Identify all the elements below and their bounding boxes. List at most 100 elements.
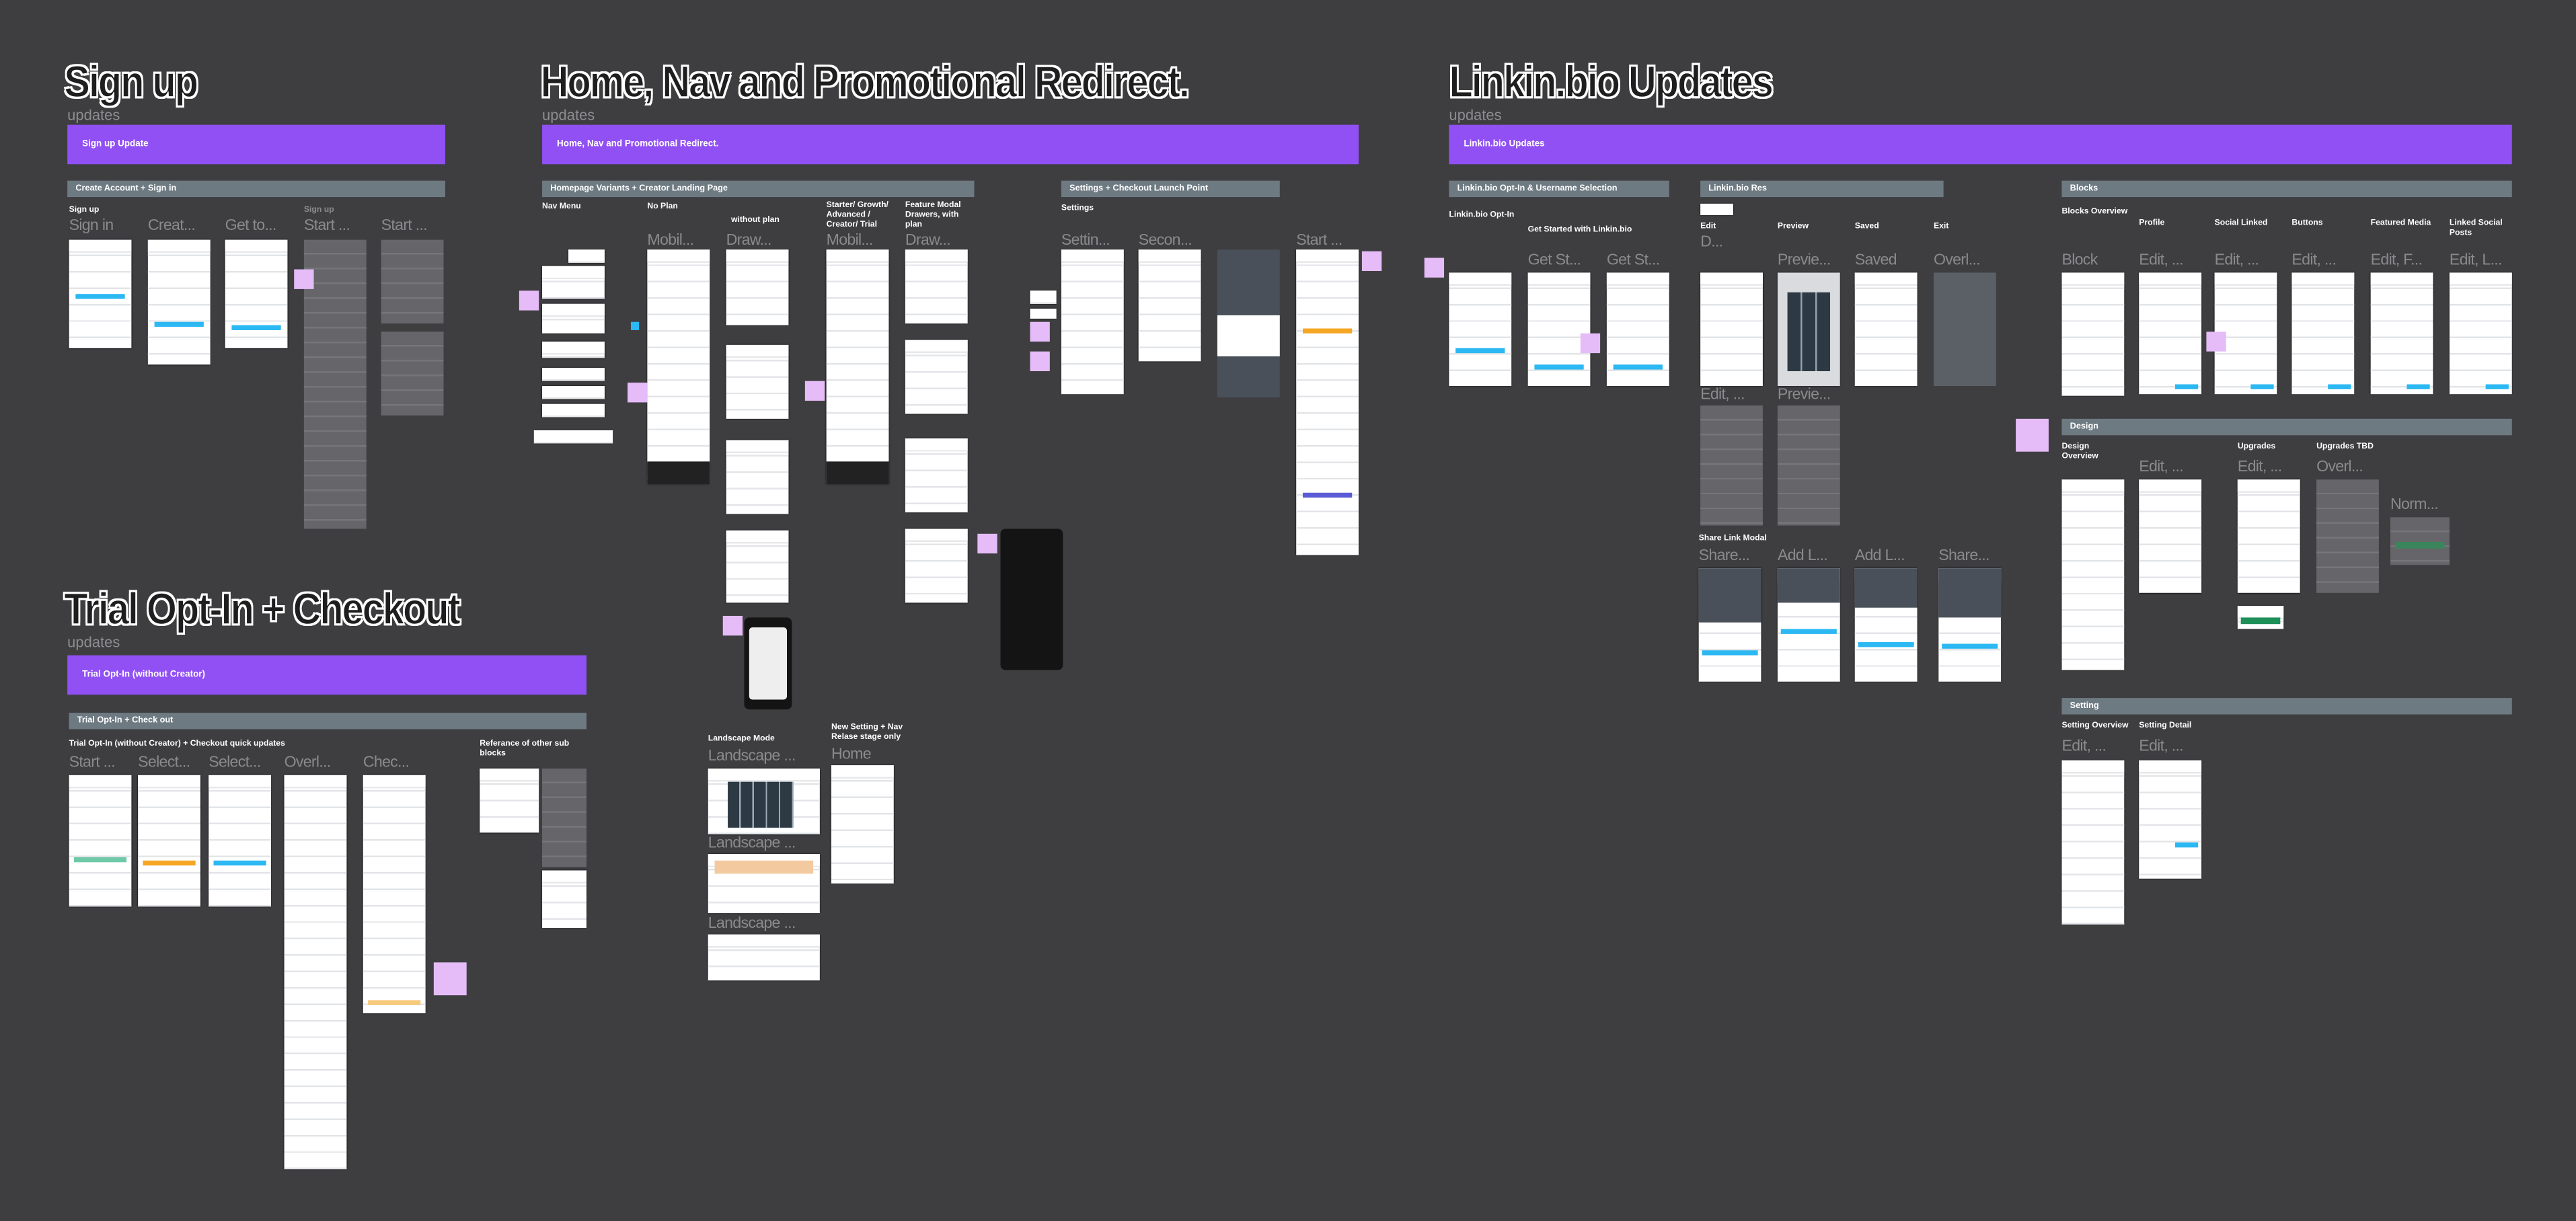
frame-secondary[interactable] <box>1138 249 1201 362</box>
group-bar[interactable]: Setting <box>2061 698 2512 715</box>
frame-home-new-setting[interactable] <box>831 765 894 884</box>
sticky-note[interactable] <box>628 383 648 403</box>
frame-linkin-opt-in[interactable] <box>1449 272 1512 387</box>
frame-drawer[interactable] <box>726 344 789 419</box>
group-bar[interactable]: Create Account + Sign in <box>67 180 445 198</box>
frame-nav-menu[interactable] <box>542 386 605 399</box>
frame-drawer[interactable] <box>726 249 789 325</box>
group-bar[interactable]: Settings + Checkout Launch Point <box>1061 180 1280 198</box>
frame-mobile-plan[interactable] <box>826 249 889 485</box>
section-banner[interactable]: Home, Nav and Promotional Redirect. <box>542 124 1359 165</box>
frame-saved[interactable] <box>1854 272 1918 387</box>
plan-bar <box>1302 492 1353 498</box>
frame-landscape[interactable] <box>708 854 820 914</box>
section-banner[interactable]: Trial Opt-In (without Creator) <box>67 655 587 695</box>
sticky-note[interactable] <box>433 962 467 996</box>
frame-nav-menu[interactable] <box>542 342 605 358</box>
frame-upgrades[interactable] <box>2237 479 2300 593</box>
frame-overlay[interactable] <box>1217 249 1280 398</box>
frame-get-started[interactable] <box>1606 272 1669 387</box>
frame-get-to[interactable] <box>225 239 288 348</box>
frame-blocks-overview[interactable] <box>2061 272 2125 396</box>
frame-drawer[interactable] <box>726 440 789 514</box>
frame-edit-linked-posts[interactable] <box>2449 272 2512 395</box>
section-banner[interactable]: Sign up Update <box>67 124 445 165</box>
frame-drawer[interactable] <box>905 340 968 414</box>
frame-create-account[interactable] <box>147 239 211 365</box>
frame-trial-overlay[interactable] <box>284 775 347 1170</box>
frame-start[interactable] <box>381 239 444 324</box>
sticky-note[interactable] <box>977 533 997 554</box>
frame-edit-design[interactable] <box>2139 479 2202 593</box>
frame-drawer[interactable] <box>905 438 968 513</box>
sticky-note[interactable] <box>1361 251 1382 272</box>
group-bar[interactable]: Trial Opt-In + Check out <box>69 713 587 730</box>
frame-checkout[interactable] <box>363 775 426 1014</box>
frame-drawer[interactable] <box>905 249 968 324</box>
frame-normal[interactable] <box>2390 517 2450 565</box>
sticky-note[interactable] <box>1580 333 1601 354</box>
frame-upgrade-modal[interactable] <box>2237 606 2284 629</box>
frame-nav-menu[interactable] <box>542 368 605 381</box>
group-bar[interactable]: Linkin.bio Res <box>1700 180 1944 198</box>
frame-reference[interactable] <box>480 769 539 833</box>
frame-reference[interactable] <box>542 769 587 867</box>
frame-add-link[interactable] <box>1854 568 1918 682</box>
sticky-note[interactable] <box>2016 418 2049 452</box>
group-bar[interactable]: Homepage Variants + Creator Landing Page <box>542 180 975 198</box>
frame-nav-menu[interactable] <box>542 303 605 333</box>
frame-start[interactable] <box>381 331 444 416</box>
frame-preview[interactable] <box>1777 405 1840 526</box>
frame-dark-mobile[interactable] <box>1000 528 1063 670</box>
frame-landscape[interactable] <box>708 934 820 981</box>
frame-edit-featured-media[interactable] <box>2370 272 2433 395</box>
frame-share-link[interactable] <box>1938 568 2002 682</box>
sticky-note[interactable] <box>722 615 743 636</box>
frame-add-link[interactable] <box>1777 568 1840 682</box>
frame-exit-overlay[interactable] <box>1933 272 1996 387</box>
frame-nav-menu[interactable] <box>542 266 605 299</box>
group-bar[interactable]: Blocks <box>2061 180 2512 198</box>
frame-start-checkout[interactable] <box>1296 249 1359 555</box>
frame-edit-buttons[interactable] <box>2291 272 2355 395</box>
frame-small[interactable] <box>1030 290 1057 304</box>
frame-reference[interactable] <box>542 870 587 929</box>
sticky-note[interactable] <box>804 381 825 401</box>
frame-trial-start[interactable] <box>69 775 132 907</box>
group-bar[interactable]: Design <box>2061 418 2512 436</box>
frame-setting-overview[interactable] <box>2061 760 2125 925</box>
frame-edit[interactable] <box>1700 405 1763 526</box>
frame-get-started[interactable] <box>1527 272 1591 387</box>
frame-drawer[interactable] <box>726 530 789 603</box>
sticky-note[interactable] <box>519 290 539 311</box>
frame-edit[interactable] <box>1700 272 1763 387</box>
frame-landscape[interactable] <box>708 769 820 834</box>
frame-drawer[interactable] <box>905 528 968 603</box>
frame-trial-select[interactable] <box>138 775 200 907</box>
frame-sign-in[interactable] <box>69 239 132 348</box>
frame-trial-select[interactable] <box>209 775 272 907</box>
sticky-note[interactable] <box>2206 331 2226 352</box>
frame-nav-menu[interactable] <box>542 403 605 418</box>
sticky-note[interactable] <box>1030 351 1050 372</box>
sticky-note[interactable] <box>294 269 314 289</box>
reference-image[interactable] <box>1700 203 1733 215</box>
frame-promo-banner[interactable] <box>533 430 613 444</box>
sticky-note[interactable] <box>1030 321 1050 342</box>
phone-mockup[interactable] <box>744 617 792 710</box>
frame-design-overview[interactable] <box>2061 479 2125 670</box>
frame-small[interactable] <box>1030 309 1057 319</box>
frame-nav-menu[interactable] <box>568 249 605 263</box>
frame-start[interactable] <box>303 239 367 529</box>
frame-mobile-no-plan[interactable] <box>647 249 710 485</box>
frame-edit-profile[interactable] <box>2139 272 2202 395</box>
frame-upgrades-tbd[interactable] <box>2316 479 2379 593</box>
frame-preview[interactable] <box>1777 272 1840 387</box>
frame-setting-detail[interactable] <box>2139 760 2202 879</box>
frame-share-modal[interactable] <box>1698 568 1761 682</box>
section-banner[interactable]: Linkin.bio Updates <box>1449 124 2512 165</box>
group-bar[interactable]: Linkin.bio Opt-In & Username Selection <box>1449 180 1669 198</box>
sticky-note[interactable] <box>1424 258 1445 278</box>
frame-settings[interactable] <box>1061 249 1124 395</box>
